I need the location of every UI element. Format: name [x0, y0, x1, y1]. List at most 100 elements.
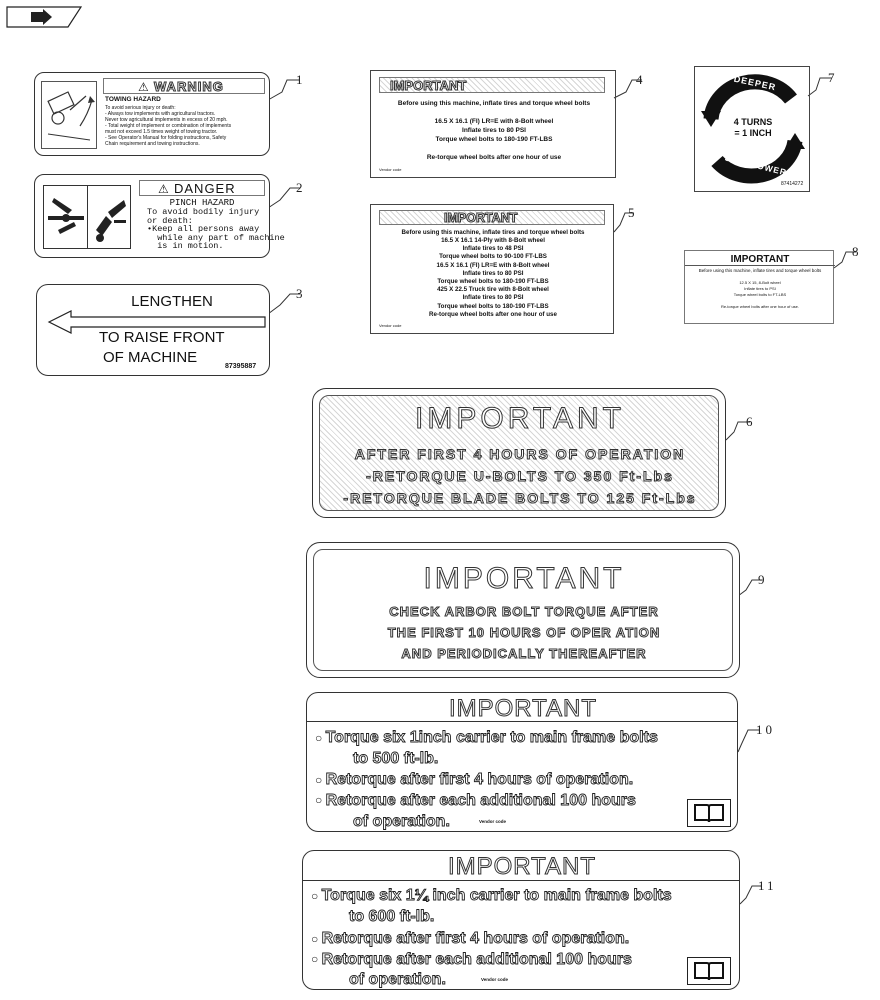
important-title: IMPORTANT	[389, 78, 467, 94]
callout-number: 1	[296, 72, 303, 87]
callout-number: 11	[758, 878, 777, 893]
tire-line: 16.5 X 16.1 14-Ply with 8-Bolt wheel	[441, 237, 545, 244]
warning-header: ⚠ WARNING	[103, 78, 265, 95]
arbor-line: THE FIRST 10 HOURS OF OPER ATION	[387, 625, 661, 641]
tractor-icon	[47, 91, 95, 141]
carrier-line: ○ Retorque after first 4 hours of operat…	[315, 771, 634, 789]
danger-triangle-icon: ⚠	[158, 182, 169, 196]
small-intro: Before using this machine, inflate tires…	[698, 268, 822, 273]
book-icon	[694, 962, 724, 981]
tire-intro: Before using this machine, inflate tires…	[401, 229, 585, 236]
tire-line: 16.5 X 16.1 (FI) LR=E with 8-Bolt wheel	[434, 118, 554, 125]
tire-line: Torque wheel bolts to 180-190 FT-LBS	[437, 278, 549, 286]
lengthen-line1: TO RAISE FRONT	[99, 329, 225, 346]
vendor-code: Vendor code	[479, 819, 507, 824]
important-tire-decal-b: IMPORTANT Before using this machine, inf…	[370, 204, 614, 334]
important-tire-decal-a: IMPORTANT Before using this machine, inf…	[370, 70, 616, 178]
warning-line: - See Operator's Manual for folding inst…	[105, 135, 227, 141]
callout-number: 7	[828, 70, 835, 85]
warning-line: must not exceed 1.5 times weight of towi…	[105, 129, 218, 135]
warning-line: Never tow agricultural implements in exc…	[105, 117, 228, 123]
tire-lines: 16.5 X 16.1 14-Ply with 8-Bolt wheel Inf…	[375, 237, 611, 319]
bullet-icon: ○	[315, 773, 326, 787]
callout-number: 8	[852, 244, 859, 259]
inner-border: IMPORTANT CHECK ARBOR BOLT TORQUE AFTER …	[313, 549, 733, 671]
important-title: IMPORTANT	[423, 562, 625, 596]
warning-line: - Total weight of implement or combinati…	[105, 123, 232, 129]
callout-number: 3	[296, 286, 303, 301]
important-retorque-decal: IMPORTANT AFTER FIRST 4 HOURS OF OPERATI…	[312, 388, 726, 518]
important-small-decal: IMPORTANT Before using this machine, inf…	[684, 250, 835, 324]
pinch-pictogram	[43, 185, 131, 249]
hatched-panel: IMPORTANT AFTER FIRST 4 HOURS OF OPERATI…	[319, 395, 719, 511]
callout-number: 9	[758, 572, 765, 587]
warning-line: - Always tow implements with agricultura…	[105, 111, 216, 117]
important-title: IMPORTANT	[448, 695, 598, 723]
keep-away-icon	[96, 200, 126, 242]
small-outro: Re-torque wheel bolts after one hour of …	[720, 304, 800, 309]
tire-line: Inflate tires to 80 PSI	[462, 127, 526, 134]
danger-line: or death:	[147, 215, 193, 226]
tire-line: 16.5 X 16.1 (FI) LR=E with 8-Bolt wheel	[436, 261, 550, 269]
danger-subtitle: PINCH HAZARD	[169, 198, 235, 208]
bullet-icon: ○	[311, 889, 322, 903]
lengthen-label: LENGTHEN	[131, 293, 213, 310]
warning-line: Chain requirement and towing instruction…	[105, 141, 200, 147]
depth-part-number: 87414272	[781, 181, 804, 187]
small-line: Inflate tires to PSI	[744, 286, 776, 291]
bullet-icon: ○	[315, 793, 326, 807]
manual-box	[687, 799, 731, 827]
carrier-line: to 500 ft-lb.	[353, 750, 439, 768]
lengthen-part-number: 87395887	[225, 363, 257, 370]
warning-body: To avoid serious injury or death: - Alwa…	[105, 105, 267, 147]
carrier-line: of operation.	[349, 971, 447, 989]
warning-title: WARNING	[154, 79, 224, 95]
carrier-line: ○ Retorque after each additional 100 hou…	[311, 951, 632, 969]
retorque-line: AFTER FIRST 4 HOURS OF OPERATION	[354, 446, 686, 463]
book-icon	[694, 804, 724, 823]
warning-triangle-icon: ⚠	[138, 80, 149, 94]
carrier-line: ○ Retorque after each additional 100 hou…	[315, 792, 636, 810]
important-title: IMPORTANT	[415, 402, 625, 436]
small-line: 12.5 X 15, 8-Bolt wheel	[739, 280, 781, 285]
important-carrier-decal-1-quarter-inch: IMPORTANT ○ Torque six 1¼ inch carrier t…	[302, 850, 740, 990]
important-carrier-decal-1inch: IMPORTANT ○ Torque six 1inch carrier to …	[306, 692, 738, 832]
danger-line: is in motion.	[147, 241, 224, 252]
tire-line: Torque wheel bolts to 90-100 FT-LBS	[439, 253, 547, 261]
retorque-line: -RETORQUE U-BOLTS TO 350 Ft-Lbs	[366, 468, 674, 485]
warning-decal: ⚠ WARNING TOWING HAZARD To avoid serious…	[34, 72, 270, 156]
vendor-code: Vendor code	[481, 977, 509, 982]
callout-number: 10	[756, 722, 775, 737]
callout-number: 2	[296, 180, 303, 195]
arbor-line: AND PERIODICALLY THEREAFTER	[401, 646, 647, 662]
carrier-line: ○ Torque six 1inch carrier to main frame…	[315, 729, 658, 747]
vendor-code: Vendor code	[379, 323, 402, 328]
important-arbor-decal: IMPORTANT CHECK ARBOR BOLT TORQUE AFTER …	[306, 542, 740, 678]
rotation-arrows-icon	[701, 74, 805, 184]
tire-line: Inflate tires to 80 PSI	[462, 294, 524, 302]
arrow-icon	[6, 6, 83, 28]
tire-line: Re-torque wheel bolts after one hour of …	[429, 310, 557, 318]
retorque-line: -RETORQUE BLADE BOLTS TO 125 Ft-Lbs	[343, 490, 697, 507]
tire-line: Torque wheel bolts to 180-190 FT-LBS	[437, 302, 549, 310]
lengthen-decal: LENGTHEN TO RAISE FRONT OF MACHINE 87395…	[36, 284, 270, 376]
left-arrow-icon	[47, 310, 266, 334]
inch-label: = 1 INCH	[734, 128, 772, 138]
vendor-code: Vendor code	[379, 167, 402, 172]
tire-intro: Before using this machine, inflate tires…	[397, 100, 591, 107]
tire-line: 425 X 22.5 Truck tire with 8-Bolt wheel	[437, 286, 549, 294]
carrier-line: to 600 ft-lb.	[349, 908, 435, 926]
pinch-hazard-icon	[48, 198, 84, 234]
danger-line: •Keep all persons away	[147, 224, 260, 235]
danger-decal: ⚠ DANGER PINCH HAZARD To avoid bodily in…	[34, 174, 285, 258]
tire-line: Torque wheel bolts to 180-190 FT-LBS	[435, 136, 553, 143]
manual-box	[687, 957, 731, 985]
towing-pictogram	[41, 81, 97, 149]
danger-line: To avoid bodily injury	[147, 207, 260, 217]
callout-number: 6	[746, 414, 753, 429]
back-nav-button[interactable]	[6, 6, 83, 28]
danger-line: while any part of machine	[147, 232, 285, 243]
warning-line: To avoid serious injury or death:	[105, 105, 176, 111]
arbor-line: CHECK ARBOR BOLT TORQUE AFTER	[389, 604, 659, 620]
